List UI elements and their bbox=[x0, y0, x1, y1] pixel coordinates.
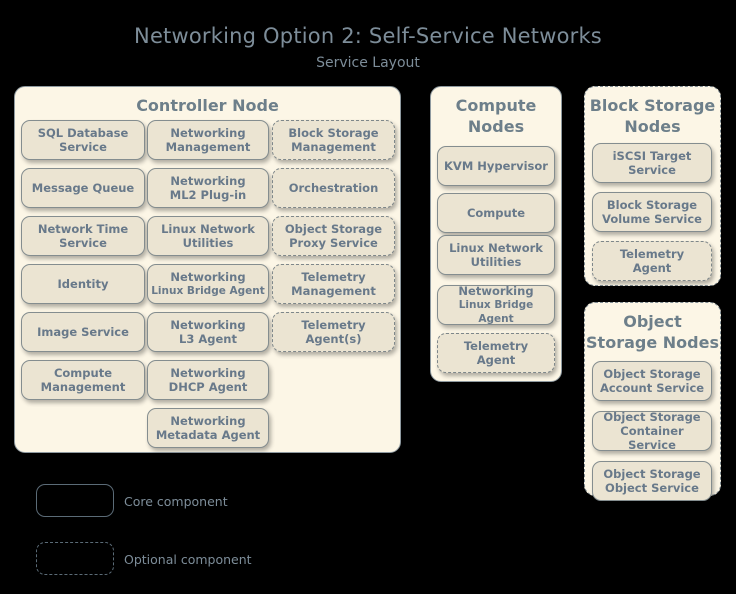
service-box-object-storage-container-service[interactable]: Object Storage Container Service bbox=[592, 410, 712, 452]
service-label-line1: Object Storage bbox=[284, 222, 383, 236]
service-label-line2: Agent bbox=[632, 261, 672, 275]
service-box-orchestration[interactable]: Orchestration bbox=[272, 168, 395, 208]
service-label-line1: Object Storage bbox=[603, 410, 701, 424]
service-box-image-service[interactable]: Image Service bbox=[21, 312, 145, 352]
service-label-line2: L3 Agent bbox=[179, 332, 237, 346]
service-label-line1: Networking bbox=[170, 126, 246, 140]
service-label-line1: Telemetry bbox=[301, 318, 366, 332]
service-label-line1: Block Storage bbox=[606, 198, 698, 212]
service-label-line1: Compute bbox=[466, 206, 526, 220]
service-label-line1: Telemetry bbox=[301, 270, 366, 284]
service-label-line1: iSCSI Target bbox=[612, 149, 692, 163]
panel-compute-nodes: Compute Nodes bbox=[430, 86, 562, 382]
service-box-compute-linux-network-utilities[interactable]: Linux Network Utilities bbox=[437, 235, 555, 275]
service-box-linux-network-utilities[interactable]: Linux Network Utilities bbox=[147, 216, 269, 256]
service-box-sql-database-service[interactable]: SQL Database Service bbox=[21, 120, 145, 160]
service-box-block-storage-volume-service[interactable]: Block Storage Volume Service bbox=[592, 192, 712, 232]
service-label-line1: Linux Network bbox=[161, 222, 255, 236]
service-label-line1: Telemetry bbox=[463, 339, 529, 353]
service-label-line1: Message Queue bbox=[31, 181, 135, 195]
service-label-line1: Object Storage bbox=[603, 367, 701, 381]
panel-title-line1: Block Storage bbox=[589, 96, 716, 115]
service-box-object-storage-object-service[interactable]: Object Storage Object Service bbox=[592, 461, 712, 501]
legend-core-label: Core component bbox=[124, 494, 228, 509]
service-label-line2: Service bbox=[59, 140, 107, 154]
service-label-line2: Volume Service bbox=[602, 212, 702, 226]
service-box-block-storage-telemetry-agent[interactable]: Telemetry Agent bbox=[592, 241, 712, 281]
service-label-line2: Linux Bridge Agent bbox=[151, 285, 265, 297]
service-box-compute[interactable]: Compute bbox=[437, 193, 555, 233]
service-box-networking-management[interactable]: Networking Management bbox=[147, 120, 269, 160]
service-label-line1: Networking bbox=[170, 414, 246, 428]
service-box-identity[interactable]: Identity bbox=[21, 264, 145, 304]
panel-title-line1: Compute bbox=[455, 96, 537, 115]
panel-title-line2: Nodes bbox=[624, 117, 681, 136]
service-label-line2: Utilities bbox=[470, 255, 522, 269]
service-label-line1: Networking bbox=[170, 366, 246, 380]
service-label-line2: Metadata Agent bbox=[155, 428, 261, 442]
service-label-line1: Object Storage bbox=[603, 467, 701, 481]
panel-title-line1: Object bbox=[623, 312, 682, 331]
service-box-networking-l3-agent[interactable]: Networking L3 Agent bbox=[147, 312, 269, 352]
service-label-line1: Networking bbox=[458, 284, 534, 298]
service-label-line2: DHCP Agent bbox=[168, 380, 248, 394]
service-label-line1: SQL Database bbox=[37, 126, 129, 140]
service-label-line2: Agent(s) bbox=[305, 332, 362, 346]
service-box-networking-metadata-agent[interactable]: Networking Metadata Agent bbox=[147, 408, 269, 448]
service-box-compute-management[interactable]: Compute Management bbox=[21, 360, 145, 400]
page-subtitle: Service Layout bbox=[316, 55, 420, 71]
service-box-object-storage-account-service[interactable]: Object Storage Account Service bbox=[592, 361, 712, 401]
service-label-line1: Telemetry bbox=[619, 247, 685, 261]
service-label-line2: ML2 Plug-in bbox=[169, 188, 247, 202]
service-label-line2: Management bbox=[291, 284, 376, 298]
legend-core-swatch bbox=[36, 484, 114, 517]
service-label-line2: Linux Bridge Agent bbox=[458, 299, 534, 325]
service-label-line2: Service bbox=[628, 163, 676, 177]
service-box-compute-networking-linux-bridge-agent[interactable]: Networking Linux Bridge Agent bbox=[437, 284, 555, 325]
service-label-line1: Compute bbox=[53, 366, 113, 380]
service-label-line1: Block Storage bbox=[288, 126, 379, 140]
service-label-line2: Management bbox=[165, 140, 251, 154]
service-label-line1: Image Service bbox=[37, 325, 129, 339]
service-label-line2: Utilities bbox=[182, 236, 234, 250]
panel-block-storage-nodes-title: Block Storage Nodes bbox=[585, 87, 720, 137]
service-label-line2: Management bbox=[40, 380, 126, 394]
service-label-line2: Service bbox=[59, 236, 107, 250]
service-box-networking-ml2-plugin[interactable]: Networking ML2 Plug-in bbox=[147, 168, 269, 208]
service-box-block-storage-management[interactable]: Block Storage Management bbox=[272, 120, 395, 160]
service-label-line2: Container Service bbox=[620, 424, 684, 452]
service-label-line1: Network Time bbox=[37, 222, 129, 236]
service-label-line1: Linux Network bbox=[449, 241, 543, 255]
service-box-network-time-service[interactable]: Network Time Service bbox=[21, 216, 145, 256]
service-label-line1: Identity bbox=[57, 277, 109, 291]
panel-controller-node-title: Controller Node bbox=[136, 96, 279, 115]
panel-object-storage-nodes-title: Object Storage Nodes bbox=[585, 303, 720, 353]
service-label-line1: Networking bbox=[170, 318, 246, 332]
service-label-line1: KVM Hypervisor bbox=[444, 159, 548, 173]
service-label-line2: Object Service bbox=[605, 481, 699, 495]
service-label-line1: Networking bbox=[170, 174, 246, 188]
service-label-line2: Agent bbox=[476, 353, 516, 367]
service-label-line1: Networking bbox=[170, 270, 246, 284]
service-box-message-queue[interactable]: Message Queue bbox=[21, 168, 145, 208]
legend-optional-label: Optional component bbox=[124, 552, 252, 567]
service-box-iscsi-target-service[interactable]: iSCSI Target Service bbox=[592, 143, 712, 183]
service-box-kvm-hypervisor[interactable]: KVM Hypervisor bbox=[437, 146, 555, 186]
service-box-telemetry-agents[interactable]: Telemetry Agent(s) bbox=[272, 312, 395, 352]
service-box-compute-telemetry-agent[interactable]: Telemetry Agent bbox=[437, 333, 555, 373]
panel-compute-nodes-title: Compute Nodes bbox=[431, 87, 561, 137]
service-box-networking-dhcp-agent[interactable]: Networking DHCP Agent bbox=[147, 360, 269, 400]
page-title: Networking Option 2: Self-Service Networ… bbox=[134, 24, 602, 48]
service-label-line2: Proxy Service bbox=[289, 236, 378, 250]
service-box-networking-linux-bridge-agent[interactable]: Networking Linux Bridge Agent bbox=[147, 264, 269, 304]
panel-title-line2: Storage Nodes bbox=[586, 333, 719, 352]
service-box-telemetry-management[interactable]: Telemetry Management bbox=[272, 264, 395, 304]
panel-title-line2: Nodes bbox=[467, 117, 525, 136]
service-box-object-storage-proxy-service[interactable]: Object Storage Proxy Service bbox=[272, 216, 395, 256]
legend-optional-swatch bbox=[36, 542, 114, 575]
service-label-line2: Management bbox=[291, 140, 376, 154]
service-label-line1: Orchestration bbox=[288, 181, 379, 195]
service-label-line2: Account Service bbox=[599, 381, 705, 395]
